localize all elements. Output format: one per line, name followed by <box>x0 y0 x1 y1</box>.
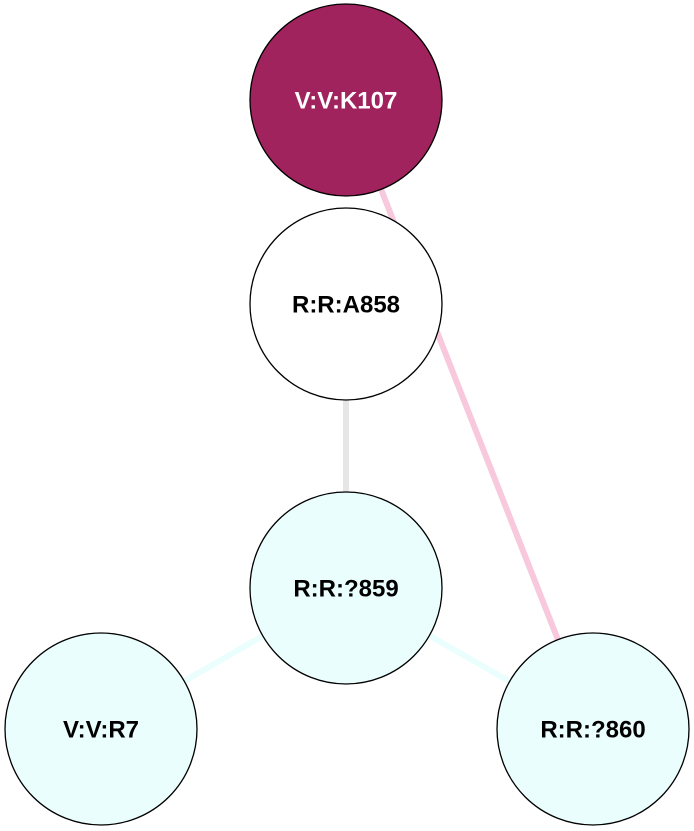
node-circle[interactable] <box>249 491 443 685</box>
node-circle[interactable] <box>496 632 690 826</box>
node-circle[interactable] <box>4 632 198 826</box>
node-label: R:R:A858 <box>292 292 400 319</box>
node-r7[interactable]: V:V:R7 <box>4 632 198 826</box>
node-label: V:V:R7 <box>63 717 139 744</box>
node-n860[interactable]: R:R:?860 <box>496 632 690 826</box>
node-a858[interactable]: R:R:A858 <box>249 207 443 401</box>
node-circle[interactable] <box>249 3 443 197</box>
node-label: R:R:?860 <box>540 717 645 744</box>
node-label: V:V:K107 <box>295 88 398 115</box>
node-label: R:R:?859 <box>293 576 398 603</box>
node-k107[interactable]: V:V:K107 <box>249 3 443 197</box>
node-circle[interactable] <box>249 207 443 401</box>
node-n859[interactable]: R:R:?859 <box>249 491 443 685</box>
edge-k107-n860 <box>343 98 596 731</box>
